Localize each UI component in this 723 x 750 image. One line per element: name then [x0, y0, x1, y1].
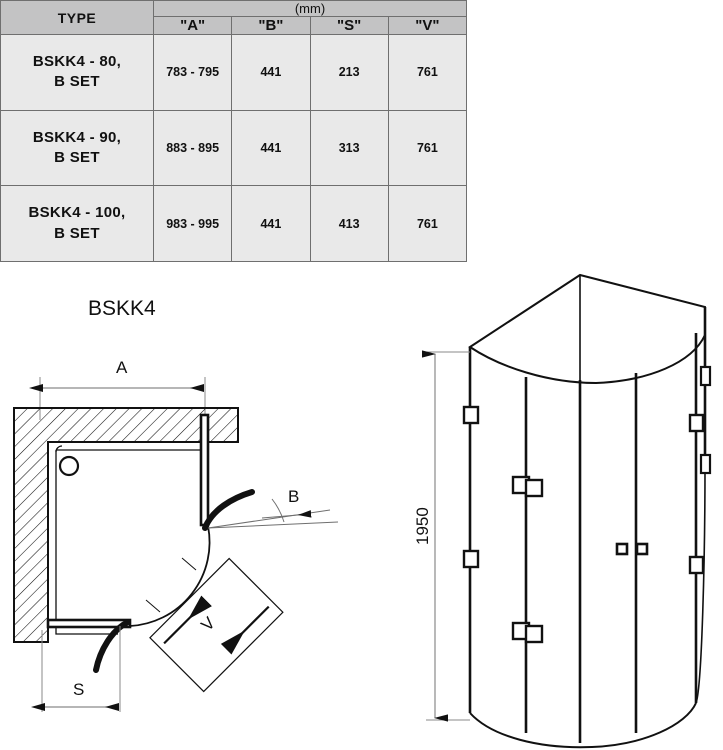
isometric-view-diagram: 1950: [400, 255, 723, 750]
dimension-height: 1950: [413, 350, 470, 722]
plan-title: BSKK4: [88, 297, 156, 320]
header-cell-unit: (mm): [153, 0, 467, 17]
cell-type-line2: B SET: [54, 73, 100, 91]
cell-s: 213: [309, 34, 389, 111]
dimension-height-label: 1950: [413, 507, 432, 545]
header-cell-s: "S": [309, 16, 389, 35]
dimension-b: B: [207, 487, 339, 529]
fixed-panel-vertical: [199, 413, 210, 527]
table-header: TYPE (mm) "A" "B" "S" "V": [0, 0, 468, 35]
drain-circle: [58, 455, 80, 477]
cell-s: 413: [309, 185, 389, 262]
cell-s: 313: [309, 109, 389, 187]
cell-type-line2: B SET: [54, 148, 100, 166]
cell-v: 761: [387, 109, 468, 187]
wall-hatched: [13, 407, 239, 643]
dimension-v-label: V: [197, 613, 219, 635]
header-cell-a: "A": [152, 16, 233, 35]
table-row: BSKK4 - 80, B SET 783 - 795 441 213 761: [0, 34, 468, 111]
dimension-s-label: S: [73, 680, 84, 699]
arc-tick-marks: [145, 557, 197, 613]
table-row: BSKK4 - 100, B SET 983 - 995 441 413 761: [0, 185, 468, 262]
header-cell-type: TYPE: [0, 0, 154, 35]
dimension-b-label: B: [288, 487, 299, 506]
cell-type-line2: B SET: [54, 224, 100, 242]
table-row: BSKK4 - 90, B SET 883 - 895 441 313 761: [0, 109, 468, 187]
cell-v: 761: [387, 34, 468, 111]
door-swing-arc: [129, 525, 211, 627]
cell-b: 441: [231, 34, 311, 111]
cell-a: 783 - 795: [152, 34, 233, 111]
cell-a: 883 - 895: [152, 109, 233, 187]
cell-type: BSKK4 - 100, B SET: [0, 185, 154, 262]
cell-type-line1: BSKK4 - 100,: [28, 204, 126, 222]
cell-type: BSKK4 - 90, B SET: [0, 109, 154, 187]
specification-table: TYPE (mm) "A" "B" "S" "V" BSKK4 - 80, B …: [0, 0, 468, 262]
door-leaf-top: [202, 489, 255, 531]
dimension-a-label: A: [116, 358, 128, 377]
door-leaf-bottom: [93, 619, 131, 673]
cell-type-line1: BSKK4 - 80,: [32, 53, 122, 71]
cell-type: BSKK4 - 80, B SET: [0, 34, 154, 111]
dimension-s: S: [30, 626, 121, 712]
table-header-row-1: TYPE (mm): [0, 0, 467, 35]
enclosure-bottom-rim: [469, 466, 706, 749]
shower-tray-outline: [55, 445, 205, 635]
cell-b: 441: [231, 109, 311, 187]
dimension-v: V: [149, 557, 284, 693]
table-header-row-2: "A" "B" "S" "V": [1, 16, 468, 35]
enclosure-top-face: [468, 273, 706, 385]
cell-v: 761: [387, 185, 468, 262]
cell-type-line1: BSKK4 - 90,: [32, 128, 122, 146]
header-cell-b: "B": [231, 16, 311, 35]
plan-view-diagram: BSKK4 A B S: [0, 270, 360, 750]
cell-b: 441: [231, 185, 311, 262]
hinge-fittings: [462, 365, 712, 644]
header-cell-v: "V": [387, 16, 468, 35]
table-body: BSKK4 - 80, B SET 783 - 795 441 213 761 …: [0, 34, 468, 262]
cell-a: 983 - 995: [152, 185, 233, 262]
